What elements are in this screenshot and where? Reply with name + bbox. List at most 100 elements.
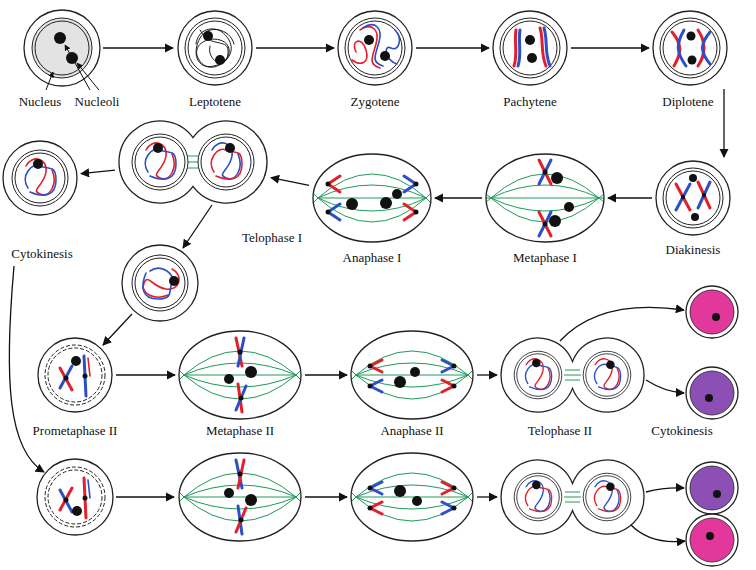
telophase-two-nuclei-part-part <box>595 359 619 389</box>
anaphase-two-cell-part-part <box>452 506 457 511</box>
gamete-cell-part <box>713 490 721 498</box>
daughter-nucleus-part <box>15 153 65 203</box>
anaphase-two-cell-part-part <box>356 473 468 521</box>
cell-stage: Pachytene <box>492 10 568 86</box>
prometaphase-two-nucleus-part <box>60 366 72 388</box>
leptotene-nucleus-part <box>196 29 234 67</box>
anaphase-two-spindle-part <box>410 367 420 377</box>
stage-arrow <box>608 197 652 198</box>
interphase-cell <box>24 10 100 86</box>
anaphase-two-cell <box>351 453 473 541</box>
anaphase-two-cell-part-part <box>368 486 373 491</box>
stage-arrow <box>256 47 334 48</box>
prometaphase-two-cell-part-part <box>64 498 69 503</box>
daughter-nucleus <box>12 150 68 206</box>
anaphase-one-spindle-part <box>380 197 392 209</box>
stage-arrow <box>81 170 115 174</box>
leptotene-nucleus-part <box>215 55 225 65</box>
telophase-one-nuclei <box>132 134 254 190</box>
metaphase-two-spindle <box>180 338 300 412</box>
gamete-cell <box>686 286 738 338</box>
cell-membrane <box>652 10 728 86</box>
stage-label: Anaphase I <box>343 250 402 265</box>
prometaphase-two-cell-part-part <box>45 467 105 527</box>
stage-label: Anaphase II <box>380 423 443 438</box>
zygotene-nucleus-part <box>348 21 402 75</box>
anaphase-one-spindle-part <box>414 182 419 187</box>
gamete-cell-part <box>686 462 738 514</box>
anaphase-two-spindle-part <box>452 384 457 389</box>
stage-arrow <box>116 374 175 375</box>
telophase-two-nuclei-part-part <box>514 351 562 399</box>
metaphase-one-spindle-part <box>539 160 551 184</box>
pachytene-nucleus-part <box>514 30 516 66</box>
metaphase-two-cell-part-part <box>239 518 244 523</box>
prometaphase-two-cell-part-part <box>83 496 88 501</box>
metaphase-two-spindle-part <box>180 371 300 379</box>
metaphase-one-spindle-part <box>543 170 548 175</box>
diplotene-nucleus-part <box>660 18 720 78</box>
flow-arrow-part <box>305 496 347 497</box>
daughter-nucleus-part <box>26 159 54 195</box>
telophase-two-cell-part-part <box>526 481 550 511</box>
cell-membrane-outline <box>501 338 644 412</box>
telophase-two-cell-part-part <box>517 476 560 519</box>
telophase-one-nuclei-part-part <box>201 137 251 187</box>
daughter-cell-part-part <box>143 269 179 297</box>
diplotene-nucleus-part <box>688 56 697 65</box>
gamete-cell-part <box>712 313 720 321</box>
cell-membrane <box>655 160 731 236</box>
zygotene-nucleus-part <box>380 51 390 61</box>
anaphase-one-spindle-part <box>314 194 430 202</box>
gamete-cell-part <box>690 290 734 334</box>
daughter-cell-part <box>132 255 188 311</box>
prometaphase-two-nucleus-part <box>48 348 102 402</box>
cell-stage: Diplotene <box>652 10 728 86</box>
daughter-cell-part-part <box>132 255 188 311</box>
anaphase-two-cell-part-part <box>452 486 457 491</box>
metaphase-two-cell-part <box>179 453 301 541</box>
daughter-cell-part <box>122 245 198 321</box>
telophase-two-cell-part-part <box>583 473 631 521</box>
pachytene-nucleus <box>500 18 560 78</box>
anaphase-one-spindle-part <box>326 182 331 187</box>
diakinesis-nucleus-part <box>691 213 699 221</box>
cell-membrane <box>500 337 645 413</box>
pachytene-nucleus-part <box>527 53 537 63</box>
telophase-two-cell-part-part <box>586 476 629 519</box>
diplotene-nucleus-part <box>663 21 717 75</box>
gamete-cell-part <box>705 394 713 402</box>
cell-stage: Metaphase I <box>485 153 605 243</box>
cell-membrane-outline <box>38 338 112 412</box>
telophase-one-nuclei-part-part <box>146 143 174 179</box>
daughter-nucleus-part <box>33 159 43 169</box>
flow-arrow-part <box>477 496 497 497</box>
diakinesis-nucleus-part <box>666 171 720 225</box>
diakinesis-nucleus-part <box>698 182 710 208</box>
stage-label: Metaphase II <box>206 423 274 438</box>
metaphase-two-cell-part <box>180 460 300 534</box>
cell-membrane-outline <box>179 331 301 419</box>
telophase-two-nuclei <box>514 351 631 399</box>
anaphase-one-spindle-part <box>392 189 402 199</box>
pachytene-nucleus-part <box>525 35 535 45</box>
metaphase-one-spindle-part <box>551 172 563 184</box>
cell-stage: Leptotene <box>177 10 253 86</box>
metaphase-two-spindle-part <box>238 338 244 366</box>
gamete-cell-part <box>706 532 714 540</box>
cell-membrane <box>492 10 568 86</box>
cell-membrane-outline <box>653 11 727 85</box>
cell-stage: Anaphase II <box>350 330 474 420</box>
cell-membrane-outline <box>338 11 412 85</box>
stage-label: Telophase II <box>528 423 592 438</box>
cell-membrane-outline <box>493 11 567 85</box>
telophase-two-cell-part-part <box>606 483 615 492</box>
telophase-two-cell <box>501 460 644 534</box>
anaphase-two-cell-part-part <box>394 485 406 497</box>
metaphase-two-cell-part-part <box>180 493 300 501</box>
gamete-cell-part <box>690 518 734 562</box>
cell-stage: Zygotene <box>337 10 413 86</box>
telophase-one-nuclei-part-part <box>225 143 235 153</box>
metaphase-one-spindle-part <box>539 212 551 236</box>
gamete-cell-part <box>686 514 738 566</box>
